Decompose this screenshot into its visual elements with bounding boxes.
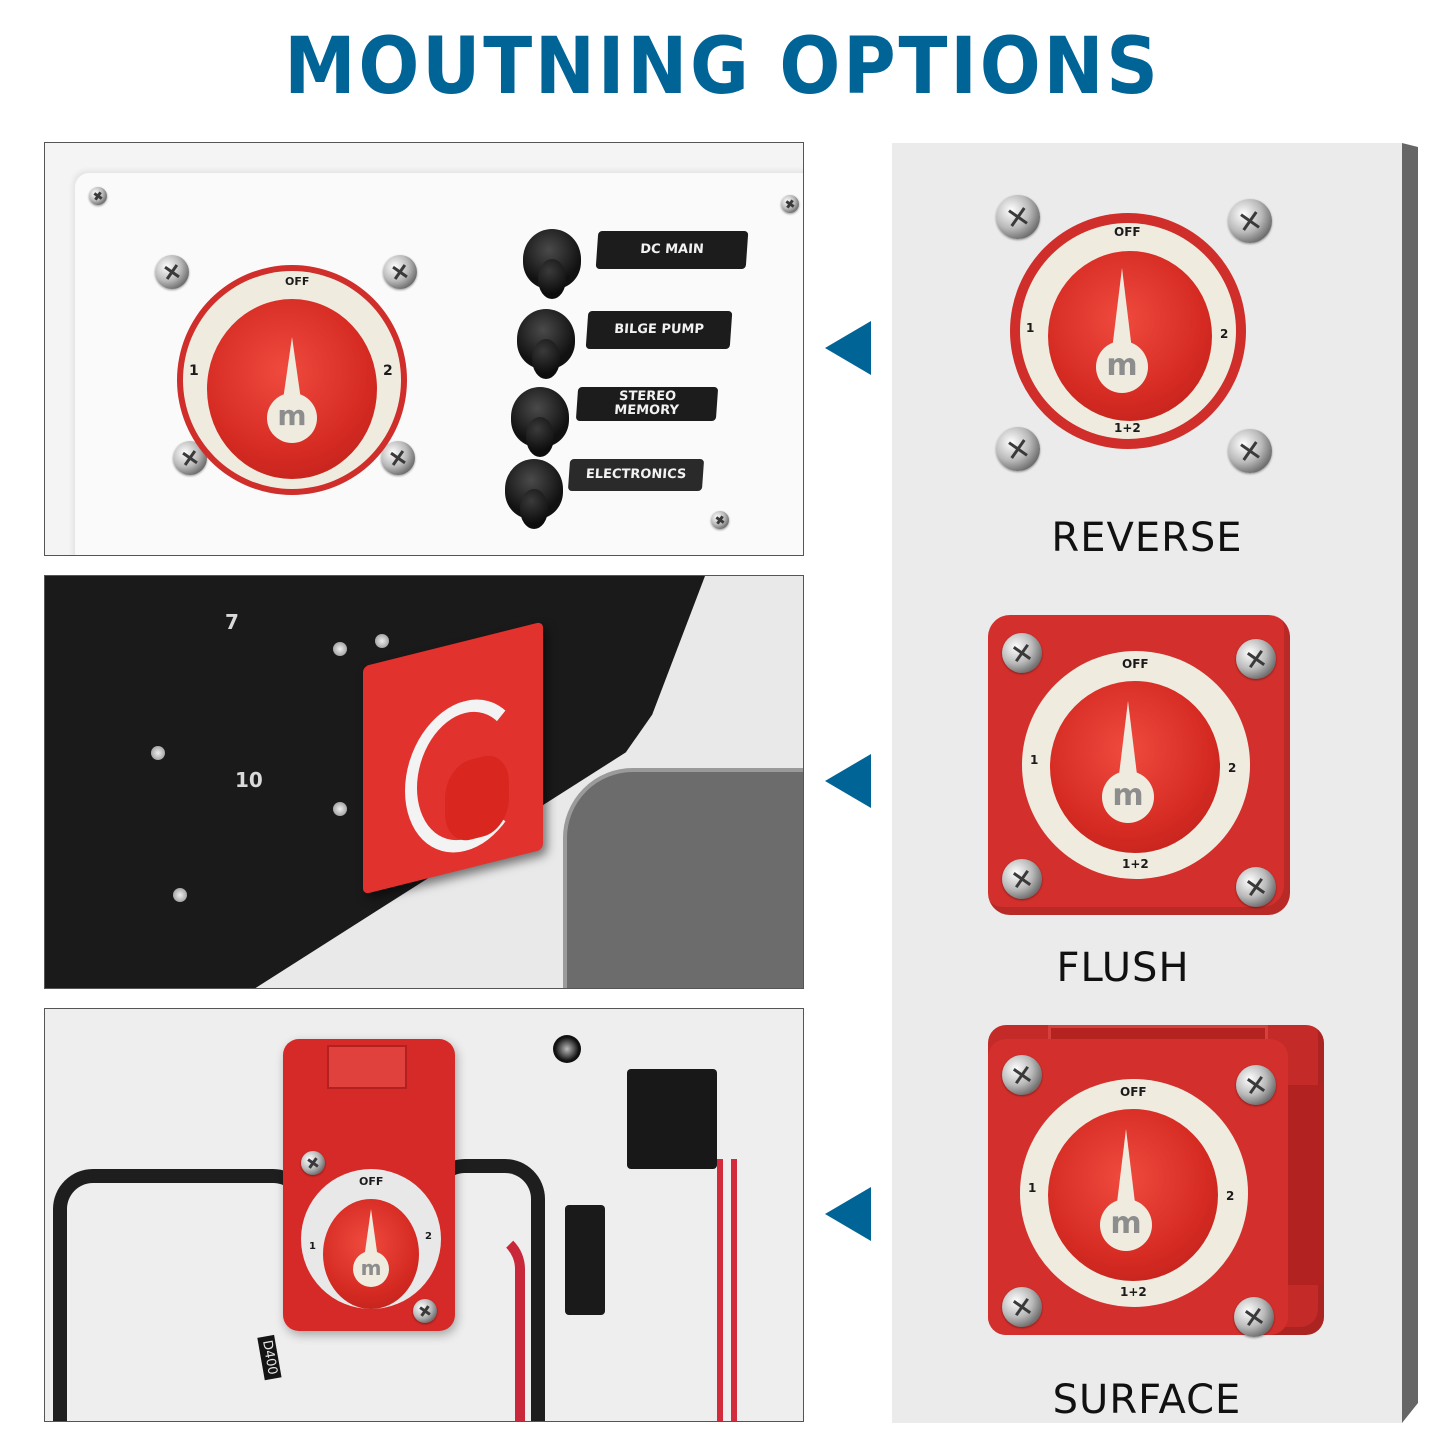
screw-icon <box>1002 1287 1042 1327</box>
logo-m: m <box>353 1251 389 1287</box>
bolt-icon <box>173 888 187 902</box>
bolt-icon <box>375 634 389 648</box>
card-3d-edge <box>1402 143 1418 1423</box>
label-electronics: ELECTRONICS <box>567 459 705 491</box>
photo-flush-mount: 7 10 <box>44 575 804 989</box>
flush-mounted-switch[interactable] <box>363 621 543 895</box>
page-title: MOUTNING OPTIONS <box>284 22 1161 112</box>
white-switch-panel: m OFF 1 2 DC MAIN BILGE PUMP STEREO MEMO… <box>75 173 803 555</box>
logo-m: m <box>1100 1199 1152 1251</box>
off-label: OFF <box>1122 657 1149 671</box>
mounting-options-card: m OFF 1 2 1+2 REVERSE m OFF 1 2 1+2 <box>892 143 1402 1423</box>
position-1-2-label: 1+2 <box>1122 857 1149 871</box>
battery-switch-dial[interactable]: m OFF 1 2 <box>177 265 407 495</box>
photo-surface-mount: m OFF 1 2 D400 <box>44 1008 804 1422</box>
red-wire <box>731 1159 737 1421</box>
label-dc-main: DC MAIN <box>595 231 749 269</box>
position-1-label: 1 <box>1030 753 1039 767</box>
bolt-icon <box>553 1035 581 1063</box>
screw-icon <box>413 1299 437 1323</box>
position-1-2-label: 1+2 <box>1120 1285 1147 1299</box>
position-2-label: 2 <box>383 363 393 379</box>
fuse-holder <box>627 1069 717 1169</box>
screw-icon <box>1002 633 1042 673</box>
off-label: OFF <box>1114 225 1141 239</box>
panel-number: 7 <box>225 610 239 634</box>
arrow-left-icon <box>825 1187 871 1241</box>
logo-m: m <box>1102 771 1154 823</box>
red-wire <box>717 1159 723 1421</box>
screw-icon <box>301 1151 325 1175</box>
screw-icon <box>1236 1065 1276 1105</box>
screw-icon <box>1236 639 1276 679</box>
gray-fabric <box>563 768 803 988</box>
screw-icon <box>711 511 729 529</box>
toggle-switch-bilge-pump[interactable] <box>517 309 575 379</box>
caption-reverse: REVERSE <box>1051 515 1243 561</box>
caption-flush: FLUSH <box>1056 945 1190 991</box>
bolt-icon <box>333 642 347 656</box>
off-label: OFF <box>285 275 310 288</box>
battery-switch-dial[interactable]: m OFF 1 2 1+2 <box>1022 651 1250 879</box>
battery-switch-dial[interactable]: m OFF 1 2 1+2 <box>1010 213 1246 449</box>
screw-icon <box>1236 867 1276 907</box>
screw-icon <box>996 195 1040 239</box>
position-2-label: 2 <box>1228 761 1237 775</box>
logo-m: m <box>1096 341 1148 393</box>
label-bilge-pump: BILGE PUMP <box>585 311 733 349</box>
off-label: OFF <box>359 1175 384 1188</box>
red-cable <box>325 1229 525 1421</box>
position-1-2-label: 1+2 <box>1114 421 1141 435</box>
screw-icon <box>1002 859 1042 899</box>
bolt-icon <box>333 802 347 816</box>
position-2-label: 2 <box>425 1231 432 1242</box>
position-1-label: 1 <box>309 1241 316 1252</box>
logo-m: m <box>267 393 317 443</box>
surface-switch-box[interactable]: m OFF 1 2 1+2 <box>988 1025 1324 1337</box>
screw-icon <box>1228 199 1272 243</box>
position-2-label: 2 <box>1226 1189 1235 1203</box>
screw-icon <box>996 427 1040 471</box>
screw-icon <box>1002 1055 1042 1095</box>
panel-number: 10 <box>235 768 263 792</box>
screw-icon <box>781 195 799 213</box>
toggle-switch-stereo-memory[interactable] <box>511 387 569 457</box>
toggle-switch-electronics[interactable] <box>505 459 563 529</box>
screw-icon <box>381 441 415 475</box>
photo-reverse-mount: m OFF 1 2 DC MAIN BILGE PUMP STEREO MEMO… <box>44 142 804 556</box>
battery-switch-dial[interactable]: m OFF 1 2 1+2 <box>1020 1079 1248 1307</box>
position-1-label: 1 <box>1026 321 1035 335</box>
position-1-label: 1 <box>1028 1181 1037 1195</box>
position-1-label: 1 <box>189 363 199 379</box>
screw-icon <box>383 255 417 289</box>
cable <box>53 1169 313 1421</box>
screw-icon <box>155 255 189 289</box>
bolt-icon <box>151 746 165 760</box>
label-stereo-memory: STEREO MEMORY <box>575 387 719 421</box>
toggle-switch-dc-main[interactable] <box>523 229 581 299</box>
position-2-label: 2 <box>1220 327 1229 341</box>
arrow-left-icon <box>825 321 871 375</box>
arrow-left-icon <box>825 754 871 808</box>
screw-icon <box>1228 429 1272 473</box>
screw-icon <box>1234 1297 1274 1337</box>
off-label: OFF <box>1120 1085 1147 1099</box>
cable <box>425 1159 545 1421</box>
caption-surface: SURFACE <box>1052 1377 1242 1423</box>
flush-switch-plate[interactable]: m OFF 1 2 1+2 <box>988 615 1290 915</box>
screw-icon <box>89 187 107 205</box>
fuse-holder <box>565 1205 605 1315</box>
surface-mounted-switch[interactable]: m OFF 1 2 <box>283 1039 455 1331</box>
